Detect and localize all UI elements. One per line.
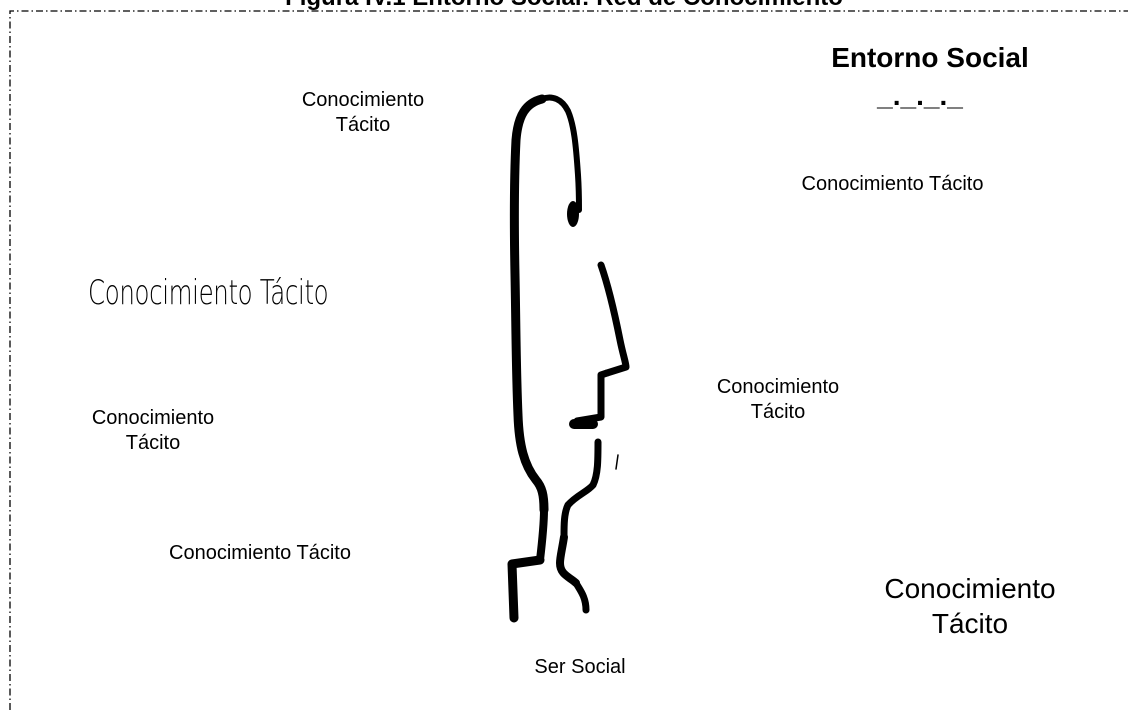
tacit-knowledge-label: Conocimiento Tácito (716, 376, 840, 423)
tacit-knowledge-label: Conocimiento Tácito (169, 542, 351, 564)
right-foot (572, 579, 590, 614)
nose (597, 261, 630, 377)
right-leg (556, 533, 580, 587)
tacit-knowledge-label: Conocimiento Tácito (91, 407, 215, 454)
head-top (539, 94, 582, 213)
eye (567, 201, 579, 227)
social-being-label: Ser Social (534, 656, 626, 678)
left-foot (507, 555, 545, 623)
hair-stroke (615, 454, 619, 470)
left-leg (536, 506, 548, 564)
throat (560, 438, 602, 541)
dash-dot-border (9, 10, 1128, 710)
social-being-figure (507, 94, 630, 623)
figure-title: Figura IV.1 Entorno Social: Red de Conoc… (0, 0, 1128, 12)
tacit-knowledge-label: Conocimiento Tácito (301, 89, 425, 136)
tacit-knowledge-label: Conocimiento Tácito (884, 573, 1056, 639)
tacit-knowledge-label: Conocimiento Tácito (801, 173, 984, 195)
social-environment-dashed-line: _._._._ (877, 80, 963, 111)
mouth (573, 369, 611, 425)
social-environment-label: Entorno Social (831, 42, 1029, 73)
tacit-knowledge-label-large: Conocimiento Tácito (88, 273, 329, 313)
head-outline (509, 94, 549, 515)
